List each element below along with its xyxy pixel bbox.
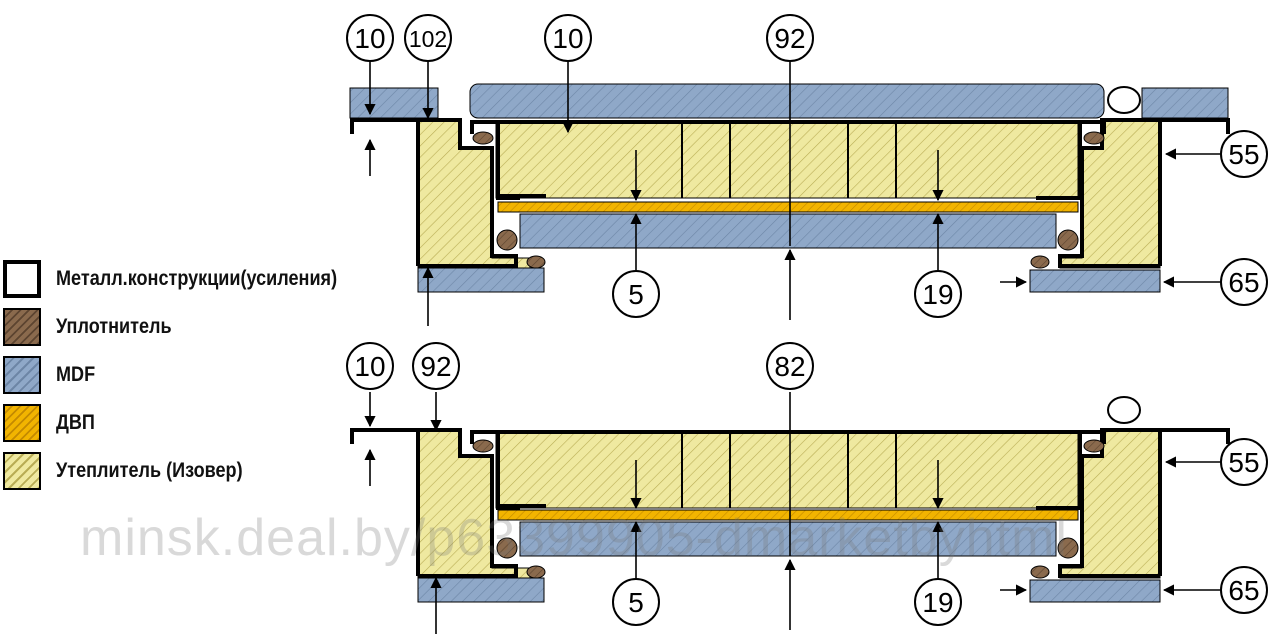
callout-55: 55 — [1220, 438, 1268, 486]
watermark: minsk.deal.by/p63399905-dmarketbyhtml — [80, 509, 1068, 567]
mdf-bottom-trim-left — [417, 267, 545, 293]
callout-92: 92 — [766, 14, 814, 62]
callout-92-frame: 92 — [412, 342, 460, 390]
svg-text:65: 65 — [1228, 267, 1259, 298]
dvp-layer — [497, 509, 1079, 521]
mdf-bottom-trim-right — [1029, 269, 1161, 293]
metal-structure — [350, 118, 1230, 268]
callout-19: 19 — [914, 578, 962, 626]
svg-text:19: 19 — [922, 279, 953, 310]
svg-text:92: 92 — [420, 351, 451, 382]
callout-lines — [364, 392, 1222, 634]
mdf-left-wall — [349, 87, 439, 119]
svg-text:10: 10 — [552, 23, 583, 54]
callout-65: 65 — [1220, 566, 1268, 614]
svg-text:65: 65 — [1228, 575, 1259, 606]
svg-text:10: 10 — [354, 351, 385, 382]
legend-swatch-seal — [3, 308, 41, 346]
legend-swatch-insulation — [3, 452, 41, 490]
svg-text:55: 55 — [1228, 139, 1259, 170]
svg-text:19: 19 — [922, 587, 953, 618]
legend-item-metal: Металл.конструкции(усиления) — [0, 258, 420, 298]
callout-19: 19 — [914, 270, 962, 318]
hinge-icon — [1107, 86, 1141, 114]
svg-text:5: 5 — [628, 279, 644, 310]
section-bottom: 10 92 82 55 65 5 19 — [346, 342, 1268, 634]
door-insulation — [495, 121, 1079, 199]
legend-label: ДВП — [56, 411, 95, 434]
legend-item-seal: Уплотнитель — [0, 306, 420, 346]
callout-102: 102 — [404, 14, 452, 62]
callout-82: 82 — [766, 342, 814, 390]
mdf-bottom-trim-right — [1029, 579, 1161, 603]
legend-item-insulation: Утеплитель (Изовер) — [0, 450, 420, 490]
legend-label: Металл.конструкции(усиления) — [56, 267, 338, 290]
seals — [472, 131, 1105, 269]
callout-5: 5 — [612, 578, 660, 626]
svg-text:102: 102 — [409, 26, 447, 52]
legend-label: MDF — [56, 363, 96, 386]
mdf-right-wall — [1141, 87, 1229, 119]
callout-10-left: 10 — [346, 342, 394, 390]
mdf-door-bottom-panel — [519, 521, 1057, 557]
legend-swatch-mdf — [3, 356, 41, 394]
callout-10-left: 10 — [346, 14, 394, 62]
metal-structure — [350, 428, 1230, 578]
svg-text:5: 5 — [628, 587, 644, 618]
legend-item-dvp: ДВП — [0, 402, 420, 442]
mdf-bottom-trim-left — [417, 577, 545, 603]
dvp-layer — [497, 201, 1079, 213]
callout-65: 65 — [1220, 258, 1268, 306]
legend-swatch-metal — [3, 260, 41, 298]
callout-lines — [364, 62, 1222, 326]
mdf-door-bottom-panel — [519, 213, 1057, 249]
callout-55: 55 — [1220, 130, 1268, 178]
seals — [472, 439, 1105, 579]
callout-5: 5 — [612, 270, 660, 318]
callout-10-panel: 10 — [544, 14, 592, 62]
legend-label: Утеплитель (Изовер) — [56, 459, 243, 482]
svg-text:10: 10 — [354, 23, 385, 54]
door-insulation — [495, 431, 1079, 509]
legend-item-mdf: MDF — [0, 354, 420, 394]
svg-text:82: 82 — [774, 351, 805, 382]
legend-label: Уплотнитель — [56, 315, 172, 338]
svg-text:92: 92 — [774, 23, 805, 54]
svg-text:55: 55 — [1228, 447, 1259, 478]
mdf-door-top-panel — [469, 83, 1105, 119]
hinge-icon — [1107, 396, 1141, 424]
section-top: 10 102 10 92 55 65 5 19 — [346, 14, 1268, 326]
legend-swatch-dvp — [3, 404, 41, 442]
